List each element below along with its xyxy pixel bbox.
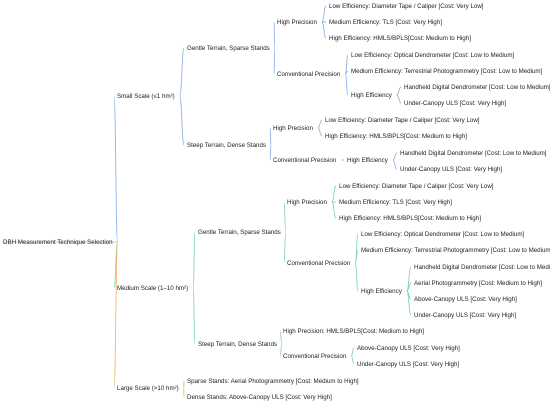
connector-small	[113, 95, 119, 243]
node-m-g-c-3-1-handheld-digital-dendrometer-cost-low-to: Handheld Digital Dendrometer [Cost: Low …	[414, 264, 550, 271]
node-m-g-c-3-2-aerial-photogrammetry-cost-medium-to-hig: Aerial Photogrammetry [Cost: Medium to H…	[414, 280, 542, 287]
connector-s-s-conv	[269, 144, 272, 161]
node-s-s-c-1-high-efficiency: High Efficiency	[347, 157, 389, 164]
connector-m-s-high	[279, 330, 283, 345]
node-s-gentle-gentle-terrain-sparse-stands: Gentle Terrain, Sparse Stands	[187, 45, 270, 52]
connector-m-g-conv	[283, 231, 287, 264]
node-l-1-sparse-stands-aerial-photogrammetry-cost: Sparse Stands: Aerial Photogrammetry [Co…	[187, 378, 359, 385]
connector-layer	[3, 5, 412, 398]
connector-s-gentle	[179, 47, 185, 97]
node-m-steep-steep-terrain-dense-stands: Steep Terrain, Dense Stands	[198, 341, 277, 348]
connector-s-g-c-3	[344, 73, 349, 96]
node-s-s-conv-conventional-precision: Conventional Precision	[273, 157, 337, 164]
connector-s-g-high	[273, 21, 276, 49]
connector-s-s-c-1-1	[392, 152, 398, 161]
node-m-g-h-1-low-efficiency-diameter-tape-caliper-cos: Low Efficiency: Diameter Tape / Caliper …	[339, 183, 494, 190]
node-m-g-c-2-medium-efficiency-terrestrial-photogramm: Medium Efficiency: Terrestrial Photogram…	[361, 247, 550, 254]
node-m-g-c-3-high-efficiency: High Efficiency	[361, 288, 403, 295]
node-s-g-c-2-medium-efficiency-terrestrial-photogramm: Medium Efficiency: Terrestrial Photogram…	[351, 68, 543, 75]
connector-s-g-c-3-2	[396, 94, 402, 104]
node-s-s-high-high-precision: High Precision	[273, 125, 313, 132]
connector-s-steep	[179, 95, 185, 146]
node-s-g-h-1-low-efficiency-diameter-tape-caliper-cos: Low Efficiency: Diameter Tape / Caliper …	[329, 3, 484, 10]
node-s-g-conv-conventional-precision: Conventional Precision	[277, 71, 341, 78]
node-small-small-scale-1-hm: Small Scale (≤1 hm²)	[117, 93, 175, 100]
node-s-steep-steep-terrain-dense-stands: Steep Terrain, Dense Stands	[187, 142, 266, 149]
node-root-dbh-measurement-technique-selection: DBH Measurement Technique Selection	[3, 239, 113, 246]
node-m-s-c-1-above-canopy-uls-cost-very-high: Above-Canopy ULS [Cost: Very High]	[357, 345, 460, 352]
connector-s-s-h-2	[317, 127, 323, 137]
connector-s-s-h-1	[317, 119, 323, 129]
node-s-g-c-3-2-under-canopy-uls-cost-very-high: Under-Canopy ULS [Cost: Very High]	[404, 100, 506, 107]
connector-m-g-h-3	[331, 201, 337, 219]
connector-s-s-c-1-2	[392, 159, 398, 170]
connector-s-s-high	[269, 127, 272, 146]
node-l-2-dense-stands-above-canopy-uls-cost-very-: Dense Stands: Above-Canopy ULS [Cost: Ve…	[187, 394, 332, 401]
connector-m-gentle	[192, 231, 196, 289]
node-s-g-c-1-low-efficiency-optical-dendrometer-cost-: Low Efficiency: Optical Dendrometer [Cos…	[351, 52, 515, 59]
node-s-s-c-1-2-under-canopy-uls-cost-very-high: Under-Canopy ULS [Cost: Very High]	[400, 166, 502, 173]
node-m-g-c-3-3-above-canopy-uls-cost-very-high: Above-Canopy ULS [Cost: Very High]	[414, 296, 517, 303]
node-s-g-c-3-high-efficiency: High Efficiency	[351, 92, 393, 99]
node-s-g-h-2-medium-efficiency-tls-cost-very-high: Medium Efficiency: TLS [Cost: Very High]	[329, 19, 442, 26]
node-s-s-c-1-1-handheld-digital-dendrometer-cost-low-to: Handheld Digital Dendrometer [Cost: Low …	[400, 150, 547, 157]
node-large-large-scale-10-hm: Large Scale (>10 hm²)	[117, 385, 179, 392]
connector-m-s-c-1	[350, 347, 355, 357]
node-s-g-high-high-precision: High Precision	[277, 19, 317, 26]
node-m-g-h-2-medium-efficiency-tls-cost-very-high: Medium Efficiency: TLS [Cost: Very High]	[339, 199, 452, 206]
connector-s-g-h-3	[321, 21, 327, 39]
node-m-g-c-3-4-under-canopy-uls-cost-very-high: Under-Canopy ULS [Cost: Very High]	[414, 312, 516, 319]
connector-m-s-c-2	[350, 355, 355, 365]
connector-m-g-c-3-4	[406, 290, 412, 316]
node-m-s-c-2-under-canopy-uls-cost-very-high: Under-Canopy ULS [Cost: Very High]	[357, 361, 459, 368]
connector-m-g-c-3	[354, 262, 359, 292]
node-s-s-h-2-high-efficiency-hmls-bpls-cost-medium-to: High Efficiency: HMLS/BPLS[Cost: Medium …	[325, 133, 467, 140]
label-layer: DBH Measurement Technique Selection Small…	[3, 3, 550, 401]
node-m-s-high-high-precision-hmls-bpls-cost-medium-to-: High Precision: HMLS/BPLS[Cost: Medium t…	[283, 328, 424, 335]
node-m-g-conv-conventional-precision: Conventional Precision	[287, 260, 351, 267]
node-m-g-high-high-precision: High Precision	[287, 199, 327, 206]
connector-m-steep	[192, 287, 196, 345]
node-s-s-h-1-low-efficiency-diameter-tape-caliper-cos: Low Efficiency: Diameter Tape / Caliper …	[325, 117, 480, 124]
connector-s-g-conv	[273, 47, 276, 75]
node-medium-medium-scale-1-10-hm: Medium Scale (1–10 hm²)	[117, 285, 188, 292]
connector-m-g-high	[283, 201, 287, 233]
node-s-g-h-3-high-efficiency-hmls-bpls-cost-medium-to: High Efficiency: HMLS/BPLS[Cost: Medium …	[329, 35, 471, 42]
node-m-g-h-3-high-efficiency-hmls-bpls-cost-medium-to: High Efficiency: HMLS/BPLS[Cost: Medium …	[339, 215, 481, 222]
node-m-s-conv-conventional-precision: Conventional Precision	[283, 353, 347, 360]
node-m-gentle-gentle-terrain-sparse-stands: Gentle Terrain, Sparse Stands	[198, 229, 281, 236]
connector-s-g-h-1	[321, 5, 327, 23]
node-m-g-c-1-low-efficiency-optical-dendrometer-cost-: Low Efficiency: Optical Dendrometer [Cos…	[361, 231, 525, 238]
node-s-g-c-3-1-handheld-digital-dendrometer-cost-low-to: Handheld Digital Dendrometer [Cost: Low …	[404, 84, 550, 91]
connector-m-g-h-1	[331, 185, 337, 203]
connector-m-s-conv	[279, 343, 283, 357]
connector-large	[113, 241, 119, 389]
connector-m-g-c-2	[354, 249, 359, 264]
connector-s-g-c-3-1	[396, 86, 402, 96]
